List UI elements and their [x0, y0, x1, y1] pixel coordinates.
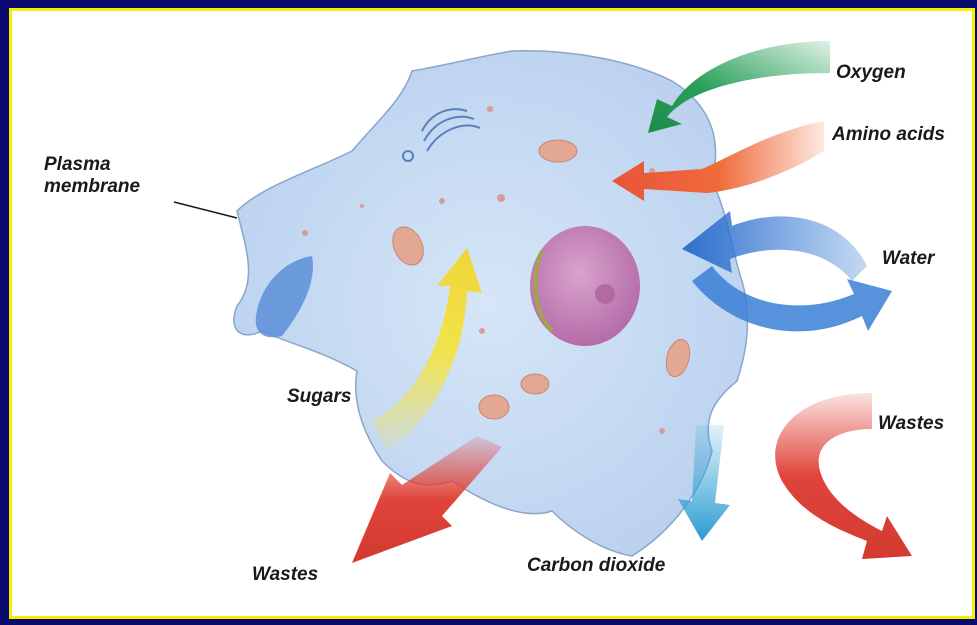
nucleus-icon — [530, 226, 640, 346]
nucleolus-icon — [595, 284, 615, 304]
plasma-membrane-pointer — [174, 202, 237, 218]
wastes-right-label: Wastes — [878, 413, 944, 435]
sugars-label: Sugars — [287, 386, 351, 408]
oxygen-label: Oxygen — [836, 62, 906, 84]
carbon-dioxide-label: Carbon dioxide — [527, 555, 665, 577]
diagram-panel: Plasma membrane Oxygen Amino acids Water… — [9, 8, 975, 619]
water-label: Water — [882, 248, 934, 270]
cell-transport-diagram — [12, 11, 975, 619]
amino-acids-label: Amino acids — [832, 124, 945, 146]
wastes-bottom-label: Wastes — [252, 564, 318, 586]
plasma-membrane-label: Plasma membrane — [44, 154, 140, 198]
